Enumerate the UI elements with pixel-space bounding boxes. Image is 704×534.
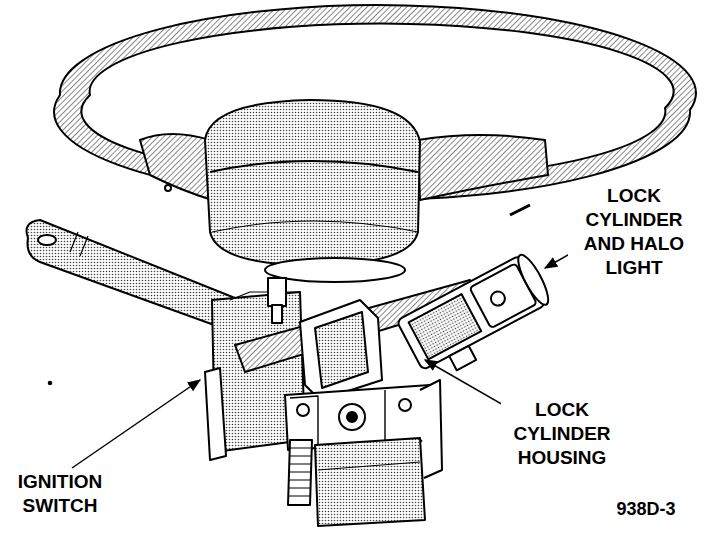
part-label: LOCK CYLINDER HOUSING — [501, 398, 623, 470]
part-label: LOCK CYLINDER AND HALO LIGHT — [568, 184, 700, 280]
figure-number: 938D-3 — [599, 497, 693, 521]
part-label: IGNITION SWITCH — [4, 470, 116, 518]
